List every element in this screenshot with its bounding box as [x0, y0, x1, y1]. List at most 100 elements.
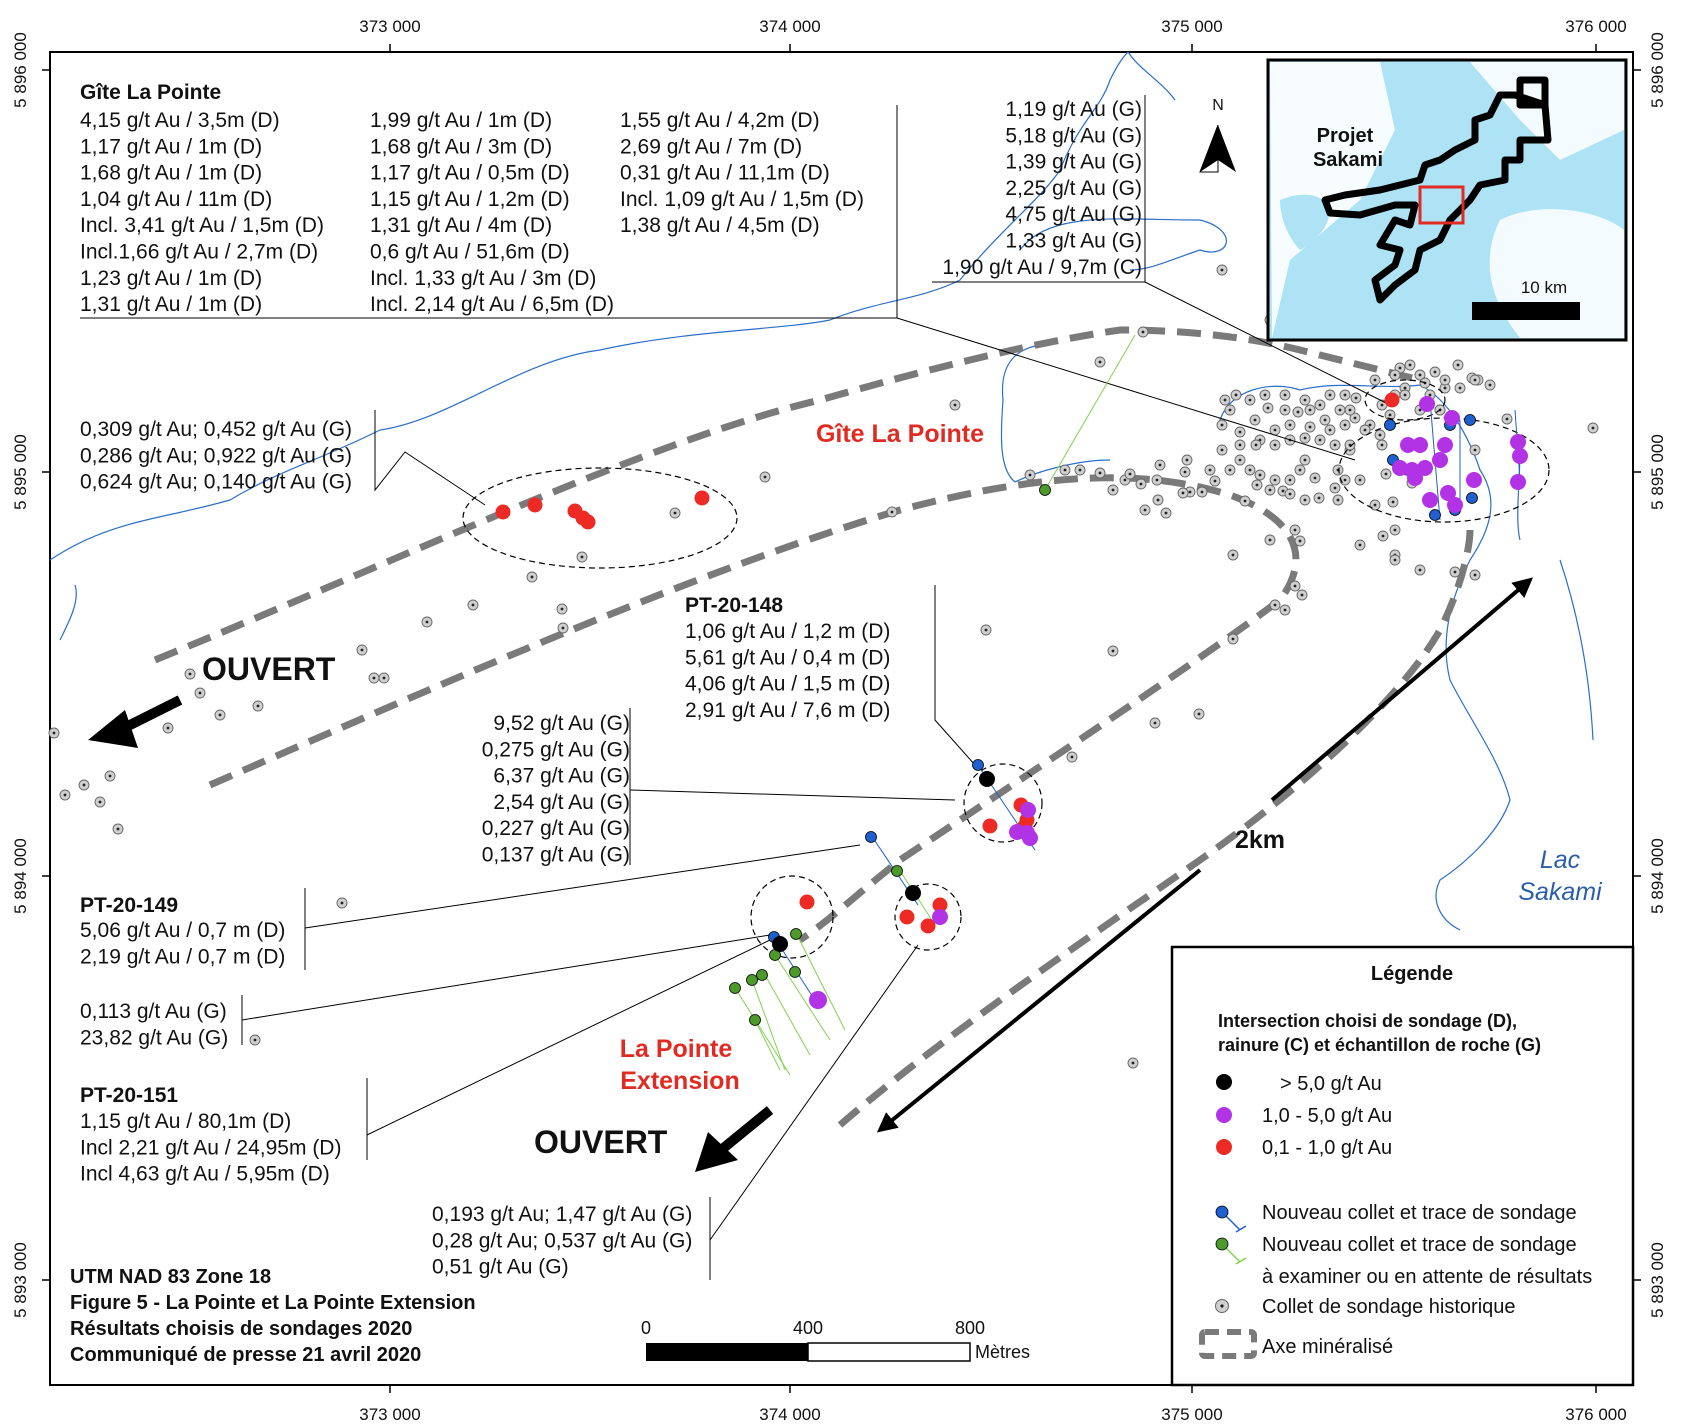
- y-tick-left-4: 5 893 000: [11, 1242, 30, 1318]
- pt148-lines-line: 1,06 g/t Au / 1,2 m (D): [685, 620, 890, 643]
- historic-collar-center: [1381, 534, 1385, 538]
- historic-collar-center: [1391, 500, 1395, 504]
- historic-collar-center: [1181, 491, 1185, 495]
- ne-block-line: 1,33 g/t Au (G): [1005, 230, 1142, 253]
- legend-subtitle-2: rainure (C) et échantillon de roche (G): [1218, 1035, 1541, 1055]
- historic-collar-center: [984, 628, 988, 632]
- label-ouvert-west: OUVERT: [202, 651, 336, 687]
- pt148-lines-line: 5,61 g/t Au / 0,4 m (D): [685, 646, 890, 669]
- historic-collar-center: [1313, 476, 1317, 480]
- historic-collar-center: [1473, 448, 1477, 452]
- historic-collar-center: [1303, 458, 1307, 462]
- leader-lines: [80, 95, 1391, 1280]
- south-block-line: 0,193 g/t Au; 1,47 g/t Au (G): [432, 1203, 692, 1226]
- gite-col2-line: 0,6 g/t Au / 51,6m (D): [370, 241, 570, 264]
- historic-collar-center: [1238, 443, 1242, 447]
- historic-collar-center: [1393, 528, 1397, 532]
- historic-collar-center: [1143, 508, 1147, 512]
- historic-collar-center: [890, 510, 894, 514]
- pt151-lines-line: Incl 2,21 g/t Au / 24,95m (D): [80, 1136, 341, 1159]
- y-tick-right-1: 5 896 000: [1648, 32, 1667, 108]
- inset-label-1: Projet: [1317, 125, 1374, 147]
- legend-title: Légende: [1371, 963, 1453, 985]
- pt148-title: PT-20-148: [685, 594, 783, 617]
- historic-collar-center: [1283, 408, 1287, 412]
- gite-col1-line: 4,15 g/t Au / 3,5m (D): [80, 109, 280, 132]
- historic-collar-center: [1293, 584, 1297, 588]
- historic-collar-center: [1456, 363, 1460, 367]
- x-tick-top-1: 373 000: [359, 17, 420, 36]
- sw-block: 0,113 g/t Au (G)23,82 g/t Au (G): [80, 1000, 228, 1049]
- y-tick-right-2: 5 895 000: [1648, 434, 1667, 510]
- historic-collar-center: [1380, 403, 1384, 407]
- historic-collar-center: [1223, 398, 1227, 402]
- mid-block-line: 0,137 g/t Au (G): [482, 844, 630, 867]
- ne-block-line: 1,39 g/t Au (G): [1005, 151, 1142, 174]
- mid-block-line: 2,54 g/t Au (G): [493, 791, 630, 814]
- historic-collar-center: [1453, 570, 1457, 574]
- scale-unit: Mètres: [975, 1342, 1030, 1362]
- y-tick-left-2: 5 895 000: [11, 434, 30, 510]
- historic-collar-center: [1443, 386, 1447, 390]
- label-extension-1: La Pointe: [620, 1035, 733, 1063]
- footer-line-2: Figure 5 - La Pointe et La Pointe Extens…: [70, 1292, 476, 1314]
- historic-collar-center: [1388, 413, 1392, 417]
- historic-collar-center: [98, 800, 102, 804]
- legend-new-collar: Nouveau collet et trace de sondage: [1262, 1202, 1577, 1224]
- pt149-lines-line: 5,06 g/t Au / 0,7 m (D): [80, 919, 285, 942]
- historic-collar-center: [1234, 393, 1238, 397]
- scale-tick-800: 800: [955, 1318, 985, 1338]
- historic-collar-center: [63, 793, 67, 797]
- historic-collar-center: [360, 648, 364, 652]
- historic-collar-center: [1293, 528, 1297, 532]
- historic-collar-center: [560, 607, 564, 611]
- historic-collar-center: [108, 774, 112, 778]
- historic-collar-center: [1248, 468, 1252, 472]
- historic-collar-center: [218, 713, 222, 717]
- historic-collar-center: [1268, 488, 1272, 492]
- y-tick-right-4: 5 893 000: [1648, 1242, 1667, 1318]
- gite-col1-line: 1,68 g/t Au / 1m (D): [80, 162, 262, 185]
- historic-collar-center: [1368, 423, 1372, 427]
- historic-collar-center: [1123, 478, 1127, 482]
- historic-collar-center: [1131, 1061, 1135, 1065]
- gite-col2-line: 1,17 g/t Au / 0,5m (D): [370, 162, 570, 185]
- gite-col1-line: Incl. 3,41 g/t Au / 1,5m (D): [80, 214, 324, 237]
- historic-collar-center: [1358, 543, 1362, 547]
- historic-collar-center: [1398, 366, 1402, 370]
- west-block-line: 0,309 g/t Au; 0,452 g/t Au (G): [80, 418, 352, 441]
- gite-col1-line: 1,17 g/t Au / 1m (D): [80, 135, 262, 158]
- historic-collar-center: [1273, 478, 1277, 482]
- historic-collar-center: [1197, 712, 1201, 716]
- historic-collar-center: [1231, 553, 1235, 557]
- footer-line-1: UTM NAD 83 Zone 18: [70, 1266, 271, 1288]
- historic-collar-center: [1317, 496, 1321, 500]
- mid-block-line: 0,275 g/t Au (G): [482, 738, 630, 761]
- ne-block-line: 1,19 g/t Au (G): [1005, 98, 1142, 121]
- historic-collar-center: [116, 827, 120, 831]
- gite-block-title: Gîte La Pointe: [80, 81, 221, 104]
- ne-block-line: 2,25 g/t Au (G): [1005, 177, 1142, 200]
- gite-col1-line: 1,04 g/t Au / 11m (D): [80, 188, 272, 211]
- inset-map: N Projet Sakami 10 km: [1199, 58, 1628, 342]
- footer-line-4: Communiqué de presse 21 avril 2020: [70, 1344, 421, 1366]
- historic-collar-center: [1505, 417, 1509, 421]
- historic-collar-center: [1288, 478, 1292, 482]
- historic-collar-center: [471, 603, 475, 607]
- historic-collar-center: [1338, 408, 1342, 412]
- historic-collar-center: [1328, 393, 1332, 397]
- historic-collar-center: [372, 676, 376, 680]
- historic-collar-center: [1380, 443, 1384, 447]
- gite-col3-line: 0,31 g/t Au / 11,1m (D): [620, 162, 830, 185]
- x-tick-top-2: 374 000: [759, 17, 820, 36]
- historic-collar-center: [1343, 478, 1347, 482]
- historic-collar-center: [1308, 408, 1312, 412]
- historic-collar-center: [1188, 490, 1192, 494]
- historic-collar-center: [1333, 486, 1337, 490]
- gite-col2-line: Incl. 1,33 g/t Au / 3m (D): [370, 267, 596, 290]
- historic-collar-center: [953, 403, 957, 407]
- mid-block-line: 0,227 g/t Au (G): [482, 817, 630, 840]
- historic-collar-center: [1200, 490, 1204, 494]
- assay-results: [495, 392, 1528, 1009]
- pt151-title: PT-20-151: [80, 1084, 178, 1107]
